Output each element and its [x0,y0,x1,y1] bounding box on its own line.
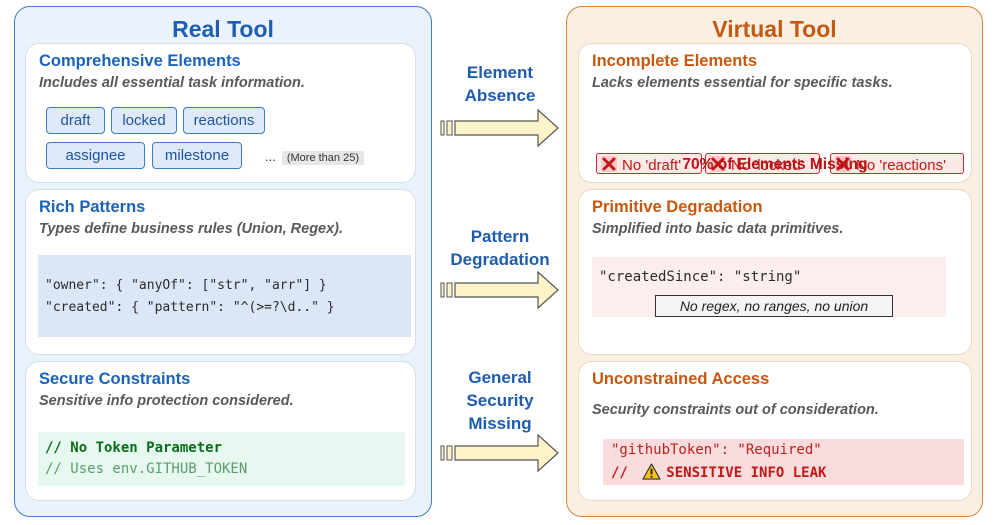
missing-tag-locked: No 'locked' [705,153,820,174]
label-line: Pattern [470,227,530,246]
right-arrow-icon [440,270,559,310]
card-subtitle: Includes all essential task information. [39,75,305,91]
tag-reactions: reactions [183,107,265,134]
label-line: Absence [464,86,536,105]
more-count-label: (More than 25) [281,151,364,165]
missing-tag-reactions: No 'reactions' [830,153,964,174]
incomplete-elements-card: Incomplete Elements Lacks elements essen… [578,43,972,183]
label-line: Missing [468,414,532,433]
card-subtitle: Security constraints out of consideratio… [592,402,879,418]
degraded-code-block: "createdSince": "string" No regex, no ra… [592,257,946,317]
missing-stat: 70% of Elements Missing [682,156,868,173]
code-line-github-token: "githubToken": "Required" [611,442,822,458]
real-tool-panel: Real Tool Comprehensive Elements Include… [14,6,432,517]
card-subtitle: Simplified into basic data primitives. [592,221,844,237]
label-line: Security [466,391,534,410]
rich-patterns-card: Rich Patterns Types define business rule… [25,189,416,355]
cross-mark-icon [835,156,851,172]
arrow-label-security-missing: General Security Missing [440,366,560,435]
tag-assignee: assignee [46,142,145,169]
card-title: Rich Patterns [39,198,146,216]
cross-mark-icon [601,156,617,172]
code-line-created: "created": { "pattern": "^(>=?\d.." } [45,300,335,315]
code-comment-env-token: // Uses env.GITHUB_TOKEN [45,461,248,477]
arrow-label-pattern-degradation: Pattern Degradation [440,225,560,271]
missing-tag-label: No 'draft' [622,157,682,174]
schema-code-block: "owner": { "anyOf": ["str", "arr"] } "cr… [38,255,411,337]
virtual-tool-panel: Virtual Tool Incomplete Elements Lacks e… [566,6,983,517]
comment-prefix: // [611,465,628,481]
card-subtitle: Lacks elements essential for specific ta… [592,75,893,91]
card-title: Incomplete Elements [592,52,758,70]
comprehensive-elements-card: Comprehensive Elements Includes all esse… [25,43,416,183]
missing-tag-label: No 'reactions' [856,157,946,174]
warning-triangle-icon [642,463,661,480]
more-elements-note: ... (More than 25) [265,149,364,165]
card-subtitle: Sensitive info protection considered. [39,393,294,409]
tag-draft: draft [46,107,105,134]
right-arrow-icon [440,433,559,473]
card-title: Secure Constraints [39,370,191,388]
more-dots: ... [265,149,276,164]
label-line: Element [466,63,534,82]
unconstrained-access-card: Unconstrained Access Security constraint… [578,361,972,501]
card-title: Comprehensive Elements [39,52,241,70]
code-comment-no-token: // No Token Parameter [45,440,223,456]
degradation-note: No regex, no ranges, no union [655,295,893,317]
real-tool-title: Real Tool [172,16,274,42]
card-subtitle: Types define business rules (Union, Rege… [39,221,344,237]
tag-locked: locked [111,107,177,134]
code-line-owner: "owner": { "anyOf": ["str", "arr"] } [45,278,327,293]
label-line: General [468,368,532,387]
card-title: Unconstrained Access [592,370,770,388]
arrow-label-element-absence: Element Absence [440,61,560,107]
card-title: Primitive Degradation [592,198,763,216]
security-code-block: // No Token Parameter // Uses env.GITHUB… [38,432,405,486]
label-line: Degradation [450,250,550,269]
code-line-created-since: "createdSince": "string" [599,269,802,285]
cross-mark-icon [710,156,726,172]
primitive-degradation-card: Primitive Degradation Simplified into ba… [578,189,972,355]
missing-tag-label: No 'locked' [731,157,804,174]
virtual-tool-title: Virtual Tool [712,16,837,42]
right-arrow-icon [440,108,559,148]
leak-code-block: "githubToken": "Required" // SENSITIVE I… [603,439,964,485]
secure-constraints-card: Secure Constraints Sensitive info protec… [25,361,416,501]
leak-warning-line: // SENSITIVE INFO LEAK [611,463,826,481]
tag-milestone: milestone [152,142,242,169]
missing-tag-draft: No 'draft' [596,153,702,174]
leak-warning-text: SENSITIVE INFO LEAK [666,465,827,481]
